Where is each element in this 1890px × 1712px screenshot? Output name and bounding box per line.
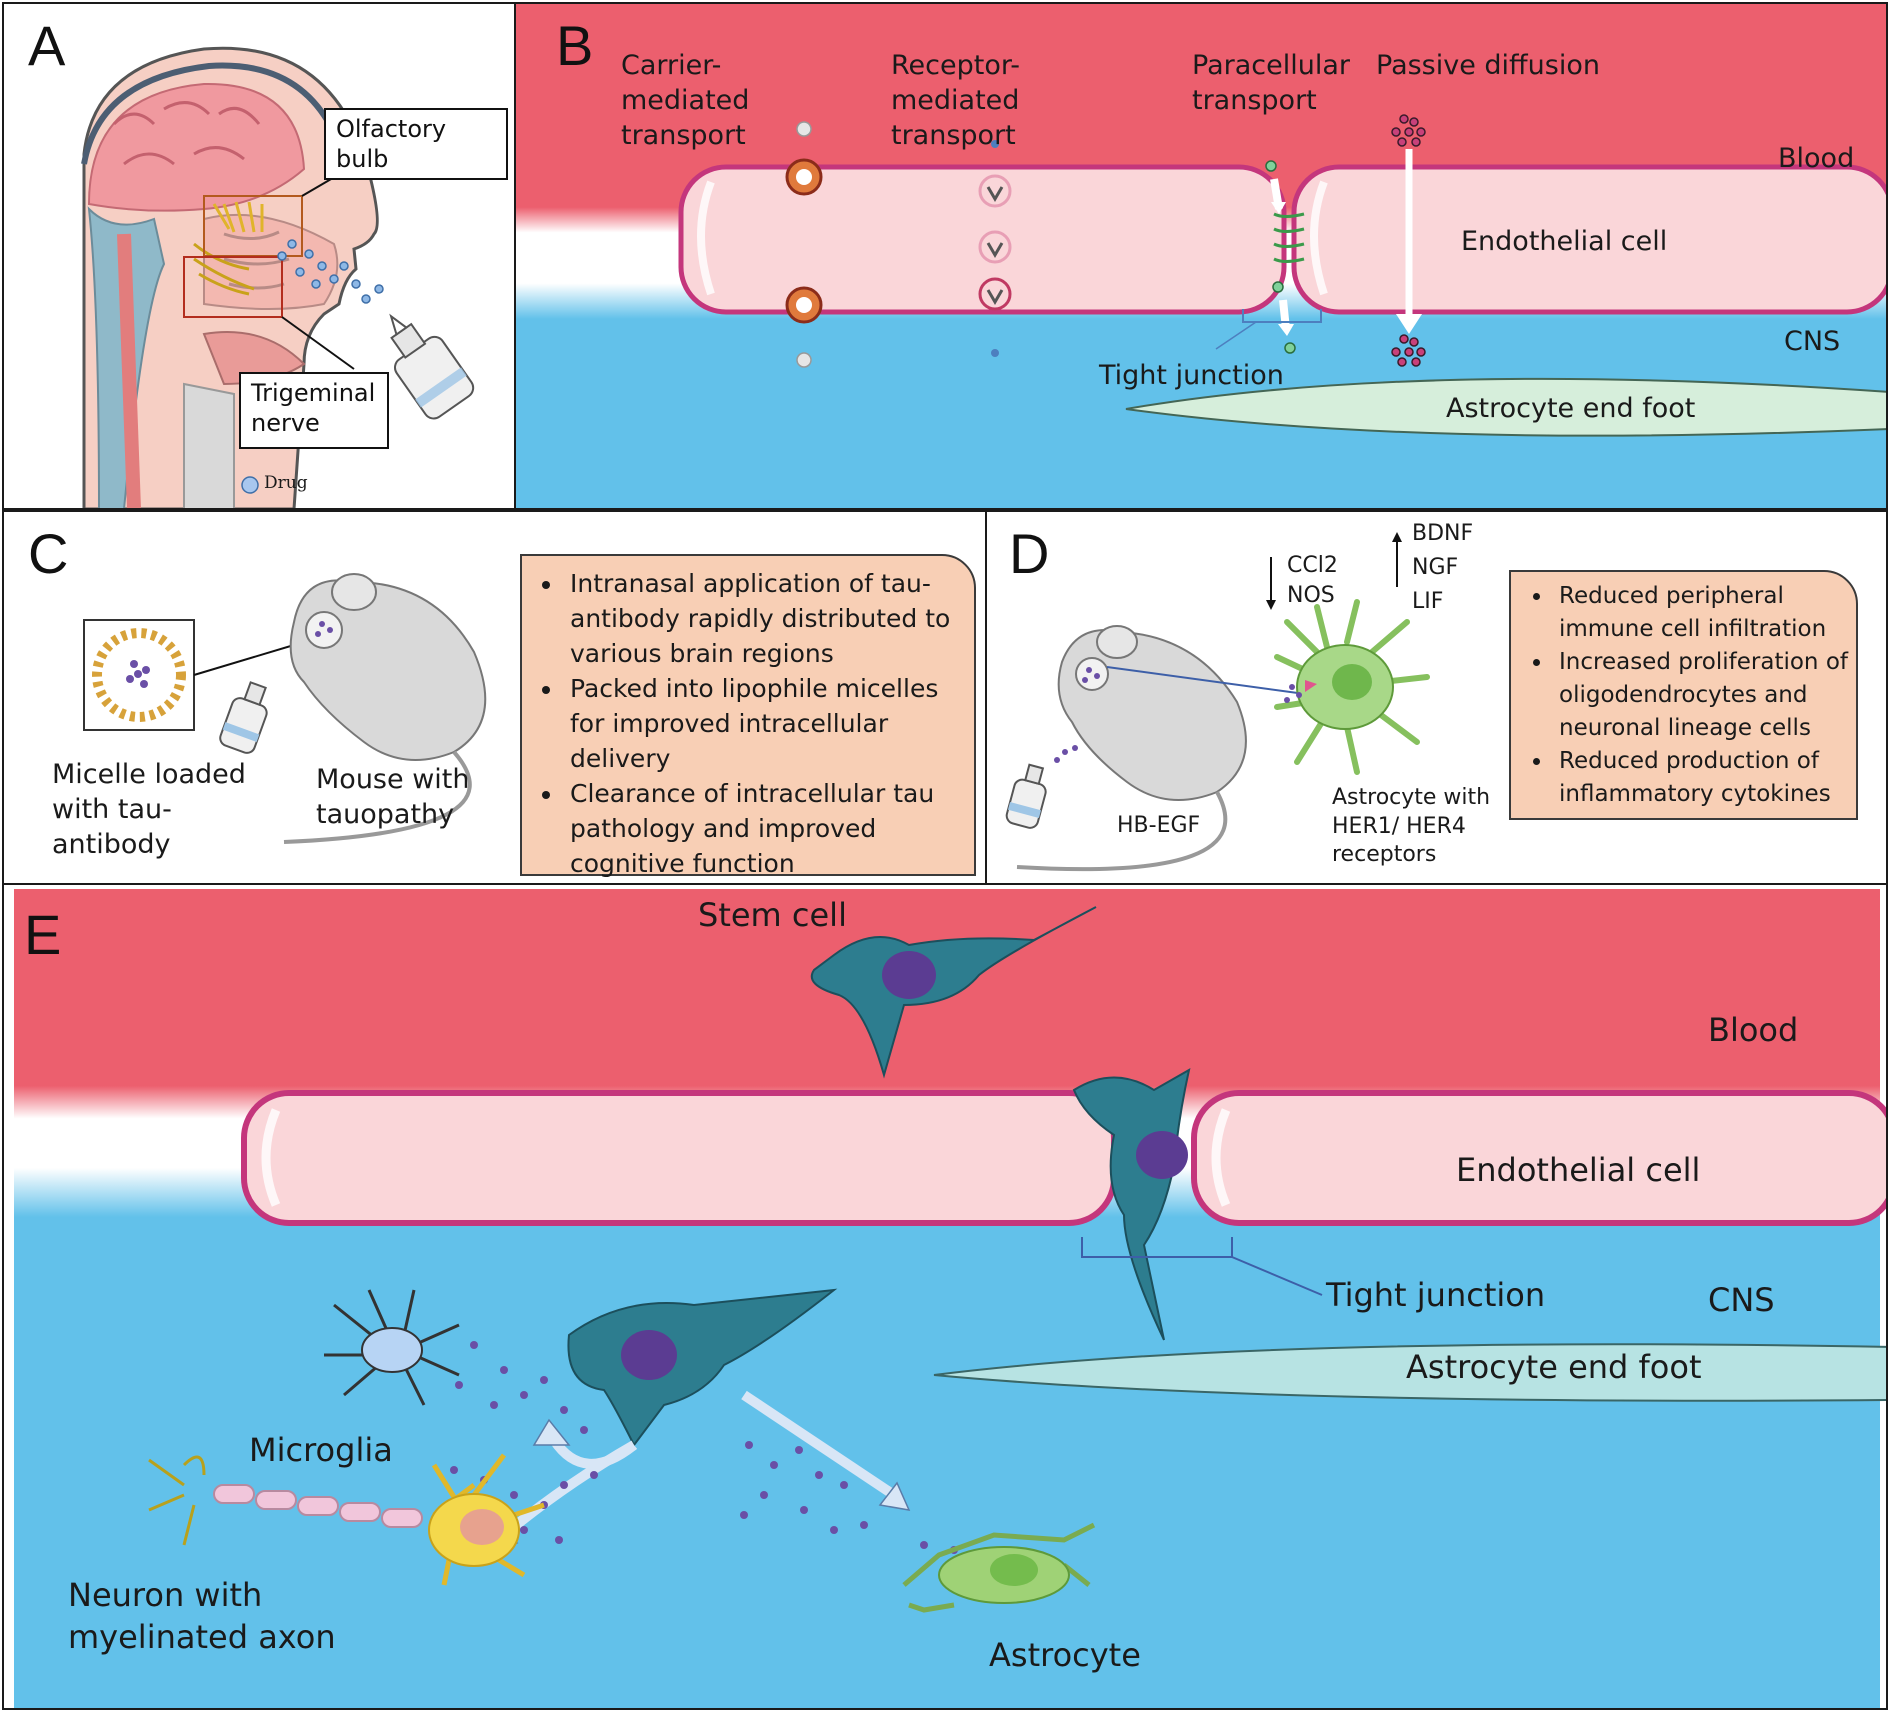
sagittal-head-illustration [81, 46, 475, 508]
hb-egf-label: HB-EGF [1117, 813, 1201, 838]
drug-legend-label: Drug [264, 473, 308, 493]
bbb-transport-illustration [516, 4, 1886, 508]
tight-junction-label: Tight junction [1099, 360, 1284, 391]
lif-label: LIF [1412, 589, 1444, 614]
endothelial-cell-label: Endothelial cell [1456, 1151, 1701, 1189]
carrier-transporter-top [785, 158, 823, 196]
endothelial-cell-right [1191, 1090, 1886, 1226]
panel-c-letter: C [28, 522, 69, 585]
panel-b: B Carrier-mediated transport Receptor-me… [514, 2, 1888, 510]
paracellular-label: Paracellular transport [1192, 50, 1350, 117]
cns-label: CNS [1784, 326, 1841, 357]
endothelial-cell-left [241, 1090, 1117, 1226]
astrocyte-her-icon [1274, 599, 1430, 775]
panel-c-summary-box: Intranasal application of tau-antibody r… [520, 554, 976, 878]
panel-c-bullet: Clearance of intracellular tau pathology… [564, 776, 974, 881]
blood-label: Blood [1778, 143, 1855, 174]
astrocyte-end-foot-shape [933, 1343, 1886, 1402]
panel-c-bullet: Packed into lipophile micelles for impro… [564, 671, 974, 776]
astrocyte-label: Astrocyte [989, 1636, 1141, 1674]
astrocyte-end-foot-shape [1125, 377, 1886, 437]
tight-junction-label: Tight junction [1326, 1276, 1546, 1314]
panel-d-bullet-list: Reduced peripheral immune cell infiltrat… [1511, 580, 1856, 811]
panel-e: E Stem cell Blood Endothelial cell Tight… [2, 883, 1888, 1710]
astrocyte-end-foot-label: Astrocyte end foot [1446, 393, 1696, 424]
neuron-with-myelinated-axon [148, 1453, 545, 1586]
neuron-label: Neuron with myelinated axon [68, 1576, 336, 1656]
ngf-label: NGF [1412, 555, 1459, 580]
panel-d-bullet: Increased proliferation of oligodendrocy… [1553, 646, 1856, 745]
ccl2-label: CCl2 [1287, 553, 1338, 578]
astrocyte-end-foot-label: Astrocyte end foot [1406, 1348, 1702, 1386]
micelle-label: Micelle loaded with tau-antibody [52, 759, 246, 861]
panel-a-letter: A [28, 14, 66, 77]
carrier-mediated-label: Carrier-mediated transport [621, 50, 750, 152]
mouse-with-tauopathy-icon [283, 573, 487, 844]
panel-c-bullet-list: Intranasal application of tau-antibody r… [522, 566, 974, 881]
stem-cell-cns [567, 1288, 838, 1447]
receptor-mediated-label: Receptor-mediated transport [891, 50, 1020, 152]
mouse-label: Mouse with tauopathy [316, 764, 470, 831]
carrier-transporter-bottom [785, 286, 823, 324]
nos-label: NOS [1287, 583, 1335, 608]
endothelial-cell-label: Endothelial cell [1461, 226, 1668, 257]
panel-c-bullet: Intranasal application of tau-antibody r… [564, 566, 974, 671]
panel-d-letter: D [1009, 522, 1050, 585]
panel-d-bullet: Reduced peripheral immune cell infiltrat… [1553, 580, 1856, 646]
cns-label: CNS [1708, 1281, 1775, 1319]
panel-b-letter: B [556, 14, 594, 77]
microglia-cell [324, 1289, 460, 1406]
stem-cell-blood [810, 906, 1097, 1079]
endothelial-cell-right [1291, 164, 1886, 315]
stem-cell-label: Stem cell [698, 896, 847, 934]
trigeminal-nerve-label: Trigeminal nerve [239, 372, 389, 449]
panel-d-summary-box: Reduced peripheral immune cell infiltrat… [1509, 570, 1858, 820]
microglia-label: Microglia [249, 1431, 393, 1469]
panel-a: A Olfactory bulb Trigeminal nerve Drug [2, 2, 516, 510]
blood-label: Blood [1708, 1011, 1799, 1049]
stem-cell-therapy-illustration [14, 889, 1886, 1708]
nasal-spray-icon [219, 681, 268, 754]
panel-c: C Micelle loaded with tau-antibody Mouse… [2, 510, 987, 885]
nasal-spray-icon [1005, 763, 1047, 829]
stem-cell-transmigrating [1072, 1068, 1191, 1341]
panel-d-bullet: Reduced production of inflammatory cytok… [1553, 745, 1856, 811]
panel-d: D CCl2 NOS BDNF NGF LIF HB-EGF Astrocyte… [985, 510, 1888, 885]
panel-d-illustration [1005, 532, 1430, 872]
astrocyte-her-label: Astrocyte with HER1/ HER4 receptors [1332, 785, 1491, 868]
mouse-hb-egf-icon [1016, 625, 1247, 872]
olfactory-bulb-label: Olfactory bulb [324, 108, 508, 180]
bdnf-label: BDNF [1412, 521, 1474, 546]
astrocyte-cell [902, 1522, 1096, 1613]
panel-c-illustration [83, 573, 487, 844]
micelle-icon [92, 628, 186, 722]
passive-diffusion-label: Passive diffusion [1376, 50, 1600, 81]
panel-e-letter: E [24, 903, 62, 966]
